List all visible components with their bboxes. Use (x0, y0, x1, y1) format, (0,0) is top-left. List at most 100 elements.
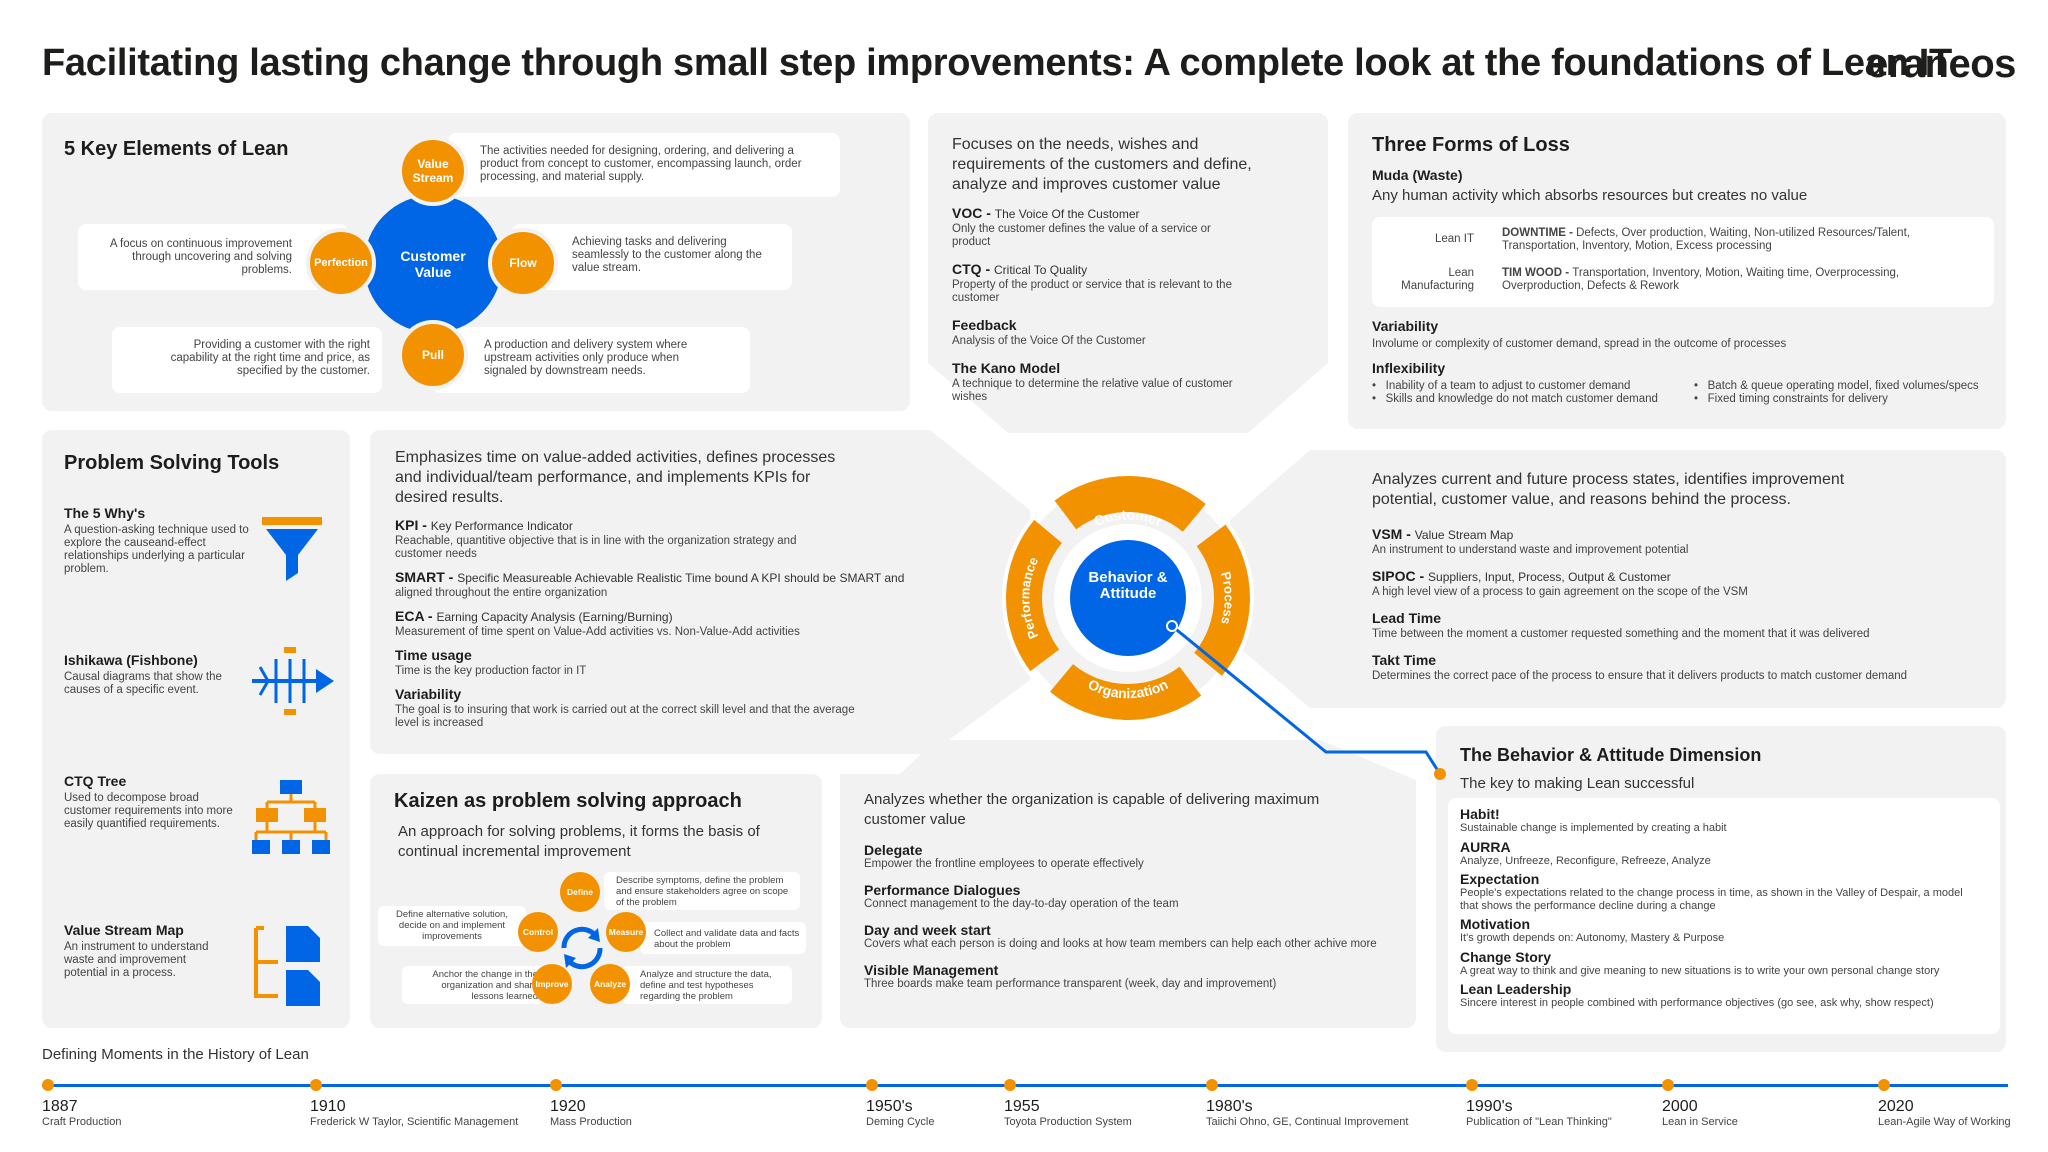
customer-value-circle: Customer Value (364, 195, 502, 333)
tool-ctq-tree: CTQ Tree Used to decompose broad custome… (64, 773, 233, 830)
perfection-circle: Perfection (306, 228, 376, 298)
cycle-arrows-icon (561, 926, 603, 970)
wheel-ring (1006, 476, 1250, 720)
page-title: Facilitating lasting change through smal… (42, 42, 1952, 84)
timeline-dot (310, 1079, 322, 1091)
tool-vsm: Value Stream Map An instrument to unders… (64, 922, 209, 979)
value-stream-circle: Value Stream (398, 136, 468, 206)
timeline-dot (1466, 1079, 1478, 1091)
lean-wheel: Customer Organization Performance Proces… (1002, 472, 1254, 724)
performance-intro: Emphasizes time on value-added activitie… (395, 449, 836, 506)
pull-desc: A production and delivery system where u… (484, 339, 688, 377)
kaizen-desc-measure: Collect and validate data and facts abou… (640, 922, 806, 954)
value-stream-label: Value Stream (412, 157, 454, 185)
flow-desc: Achieving tasks and delivering seamlessl… (572, 236, 762, 274)
inflex-bullet: • Inability of a team to adjust to custo… (1372, 380, 1631, 392)
variability-desc: Involume or complexity of customer deman… (1372, 338, 1787, 350)
pull-circle: Pull (398, 320, 468, 390)
inflex-bullet: • Skills and knowledge do not match cust… (1372, 393, 1658, 405)
performance-item-eca: ECA - Earning Capacity Analysis (Earning… (395, 608, 800, 638)
timeline-title: Defining Moments in the History of Lean (42, 1046, 309, 1063)
inflex-bullet: • Batch & queue operating model, fixed v… (1694, 380, 1979, 392)
pull-label: Pull (421, 348, 444, 362)
behavior-item-habit: Habit!Sustainable change is implemented … (1460, 806, 1727, 834)
timeline-dot (550, 1079, 562, 1091)
kaizen-step-measure: Measure (606, 912, 646, 952)
value-stream-desc: The activities needed for designing, ord… (480, 145, 802, 183)
process-intro: Analyzes current and future process stat… (1372, 471, 1845, 508)
organization-panel-shape (840, 740, 1416, 1028)
customer-value-label: Customer Value (400, 248, 466, 280)
kaizen-desc-analyze: Analyze and structure the data, define a… (622, 966, 792, 1004)
loss-row-label-mfg: Lean Manufacturing (1401, 267, 1474, 292)
wheel-label-customer: Customer (1092, 507, 1166, 530)
wheel-label-process: Process (1218, 570, 1237, 626)
kaizen-step-improve: Improve (532, 964, 572, 1004)
value-stream-desc-box: The activities needed for designing, ord… (448, 133, 840, 197)
funnel-icon (262, 517, 322, 581)
kaizen-step-control: Control (518, 912, 558, 952)
loss-title: Three Forms of Loss (1372, 134, 1570, 156)
pull-left-desc: Providing a customer with the right capa… (170, 339, 370, 377)
timeline-line (42, 1084, 2008, 1087)
tree-icon (252, 780, 330, 854)
behavior-list: Habit!Sustainable change is implemented … (1448, 798, 2000, 1034)
loss-row-mfg: TIM WOOD - Transportation, Inventory, Mo… (1502, 267, 1900, 292)
behavior-connector (1166, 620, 1446, 780)
kaizen-desc-improve: Anchor the change in the organization an… (402, 966, 544, 1004)
inflex-col-left: • Inability of a team to adjust to custo… (1372, 380, 1692, 406)
kaizen-desc-control: Define alternative solution, decide on a… (378, 906, 526, 946)
timeline-dot (42, 1079, 54, 1091)
tools-title: Problem Solving Tools (64, 452, 280, 474)
wheel-center (1070, 540, 1186, 656)
behavior-title: The Behavior & Attitude Dimension (1460, 745, 1762, 765)
loss-row-it: DOWNTIME - Defects, Over production, Wai… (1502, 227, 1910, 252)
kaizen-step-define: Define (560, 872, 600, 912)
loss-table: Lean IT DOWNTIME - Defects, Over product… (1372, 217, 1994, 307)
perfection-label: Perfection (314, 257, 368, 269)
behavior-subtitle: The key to making Lean successful (1460, 775, 1695, 792)
pull-left-desc-box: Providing a customer with the right capa… (112, 327, 382, 393)
wheel-center-label: Behavior & Attitude (1088, 569, 1168, 602)
fishbone-icon (252, 647, 334, 715)
kaizen-step-analyze: Analyze (590, 964, 630, 1004)
flow-circle: Flow (488, 228, 558, 298)
performance-panel-shape (370, 430, 1030, 754)
key-elements-title: 5 Key Elements of Lean (64, 138, 289, 160)
kaizen-intro: An approach for solving problems, it for… (398, 823, 760, 860)
flow-desc-box: Achieving tasks and delivering seamlessl… (512, 224, 792, 290)
kaizen-title: Kaizen as problem solving approach (394, 790, 742, 812)
muda-desc: Any human activity which absorbs resourc… (1372, 187, 1808, 204)
timeline-dot (1878, 1079, 1890, 1091)
timeline-dot (1004, 1079, 1016, 1091)
performance-item-smart: SMART - Specific Measureable Achievable … (395, 569, 905, 599)
muda-title: Muda (Waste) (1372, 167, 1463, 183)
timeline-dot (1662, 1079, 1674, 1091)
